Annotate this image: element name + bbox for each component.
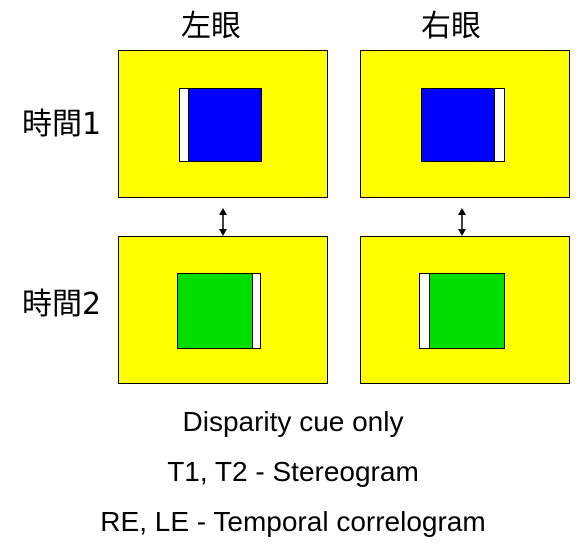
green-square xyxy=(429,273,505,349)
panel-time2-left-eye xyxy=(118,236,328,384)
panel-time1-left-eye xyxy=(118,50,328,198)
vertical-double-arrow-icon xyxy=(219,208,227,236)
caption-line-2: T1, T2 - Stereogram xyxy=(167,456,419,487)
time1-label: 時間1 xyxy=(22,107,102,142)
caption-line-1: Disparity cue only xyxy=(182,406,404,437)
panel-time2-right-eye xyxy=(360,236,570,384)
blue-square xyxy=(188,88,262,162)
green-square xyxy=(177,273,253,349)
caption-line-3: RE, LE - Temporal correlogram xyxy=(100,506,486,537)
left-eye-header: 左眼 xyxy=(181,9,241,44)
vertical-double-arrow-icon xyxy=(458,208,466,236)
time2-label: 時間2 xyxy=(22,287,102,322)
panel-time1-right-eye xyxy=(360,50,570,198)
right-eye-header: 右眼 xyxy=(421,9,481,44)
blue-square xyxy=(421,88,495,162)
